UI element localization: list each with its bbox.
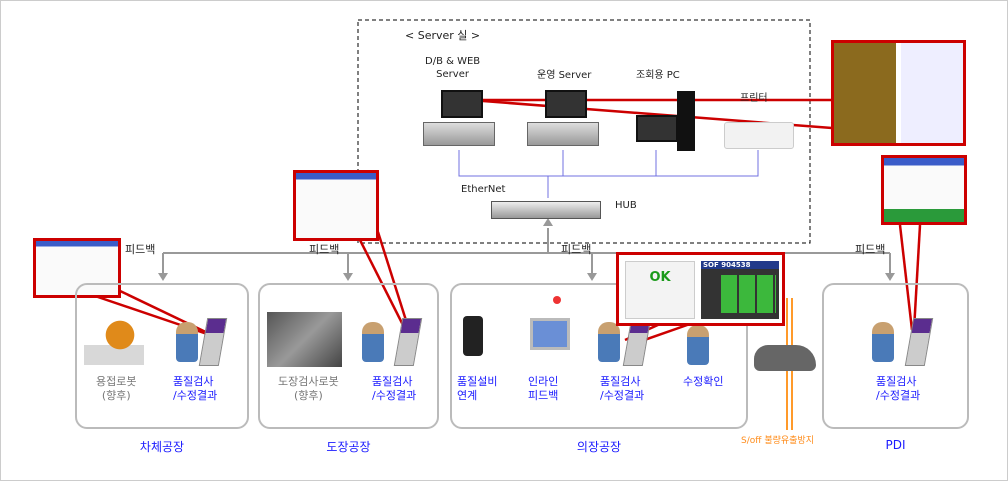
pdi-factory-box bbox=[822, 283, 969, 429]
paint-factory-box bbox=[258, 283, 439, 429]
worker-with-pda-icon bbox=[687, 325, 709, 365]
db-web-server-label: D/B & WEB Server bbox=[425, 56, 481, 80]
printer-icon bbox=[724, 122, 794, 149]
ethernet-label: EtherNet bbox=[461, 184, 506, 195]
inspector-icon bbox=[872, 322, 894, 362]
inspector-icon bbox=[362, 322, 384, 362]
paint-inspection-screenshot bbox=[293, 170, 379, 241]
factory-name: PDI bbox=[885, 438, 906, 452]
query-pc-label: 조회용 PC bbox=[636, 70, 680, 81]
item-label: 인라인 피드백 bbox=[528, 375, 559, 402]
item-label: 품질검사 /수정결과 bbox=[173, 375, 218, 402]
ethernet-lines bbox=[458, 150, 759, 198]
feedback-label: 피드백 bbox=[125, 243, 156, 256]
feedback-arrows bbox=[158, 218, 895, 281]
feedback-label: 피드백 bbox=[561, 243, 592, 256]
factory-name: 차체공장 bbox=[139, 440, 185, 454]
signal-lamp-icon bbox=[553, 296, 561, 304]
body-factory-box bbox=[75, 283, 249, 429]
item-label: 품질설비 연계 bbox=[457, 375, 498, 402]
soff-label: S/off 불량유출방지 bbox=[741, 436, 814, 446]
ok-status: OK bbox=[649, 270, 671, 285]
inspector-icon bbox=[176, 322, 198, 362]
server-room-border bbox=[357, 19, 811, 244]
pc-tower-icon bbox=[677, 91, 695, 151]
welding-robot-icon bbox=[84, 315, 144, 365]
ops-server-label: 운영 Server bbox=[537, 70, 592, 81]
item-label: 용접로봇 (향후) bbox=[96, 375, 137, 402]
ops-server-icon bbox=[527, 122, 599, 146]
assembly-factory-box bbox=[450, 283, 748, 429]
sof-code: SOF 904538 bbox=[703, 261, 751, 269]
assembly-inspection-screenshot: OK SOF 904538 bbox=[616, 252, 785, 326]
repair-panel: SOF 904538 bbox=[701, 261, 779, 319]
printer-label: 프린터 bbox=[740, 93, 768, 104]
db-server-monitor-icon bbox=[441, 90, 483, 118]
paint-robot-photo bbox=[267, 312, 342, 367]
feedback-label: 피드백 bbox=[309, 243, 340, 256]
item-label: 도장검사로봇 (향후) bbox=[278, 375, 339, 402]
item-label: 품질검사 /수정결과 bbox=[372, 375, 417, 402]
server-room-title: < Server 실 > bbox=[405, 29, 481, 42]
feedback-label: 피드백 bbox=[855, 243, 886, 256]
ops-server-monitor-icon bbox=[545, 90, 587, 118]
car-icon bbox=[754, 345, 816, 371]
report-screenshots bbox=[831, 40, 966, 146]
pdi-inspection-screenshot bbox=[881, 155, 967, 225]
item-label: 수정확인 bbox=[683, 375, 724, 388]
item-label: 품질검사 /수정결과 bbox=[600, 375, 645, 402]
hub-label: HUB bbox=[615, 200, 637, 211]
factory-name: 도장공장 bbox=[326, 440, 371, 454]
quality-equipment-icon bbox=[463, 316, 483, 356]
item-label: 품질검사 /수정결과 bbox=[876, 375, 921, 402]
factory-name: 의장공장 bbox=[576, 440, 622, 454]
inspector-icon bbox=[598, 322, 620, 362]
db-server-icon bbox=[423, 122, 495, 146]
inline-display-icon bbox=[530, 318, 570, 350]
hub-icon bbox=[491, 201, 601, 219]
repair-grid bbox=[721, 275, 776, 313]
pc-monitor-icon bbox=[636, 115, 678, 142]
ok-panel: OK bbox=[625, 261, 695, 319]
